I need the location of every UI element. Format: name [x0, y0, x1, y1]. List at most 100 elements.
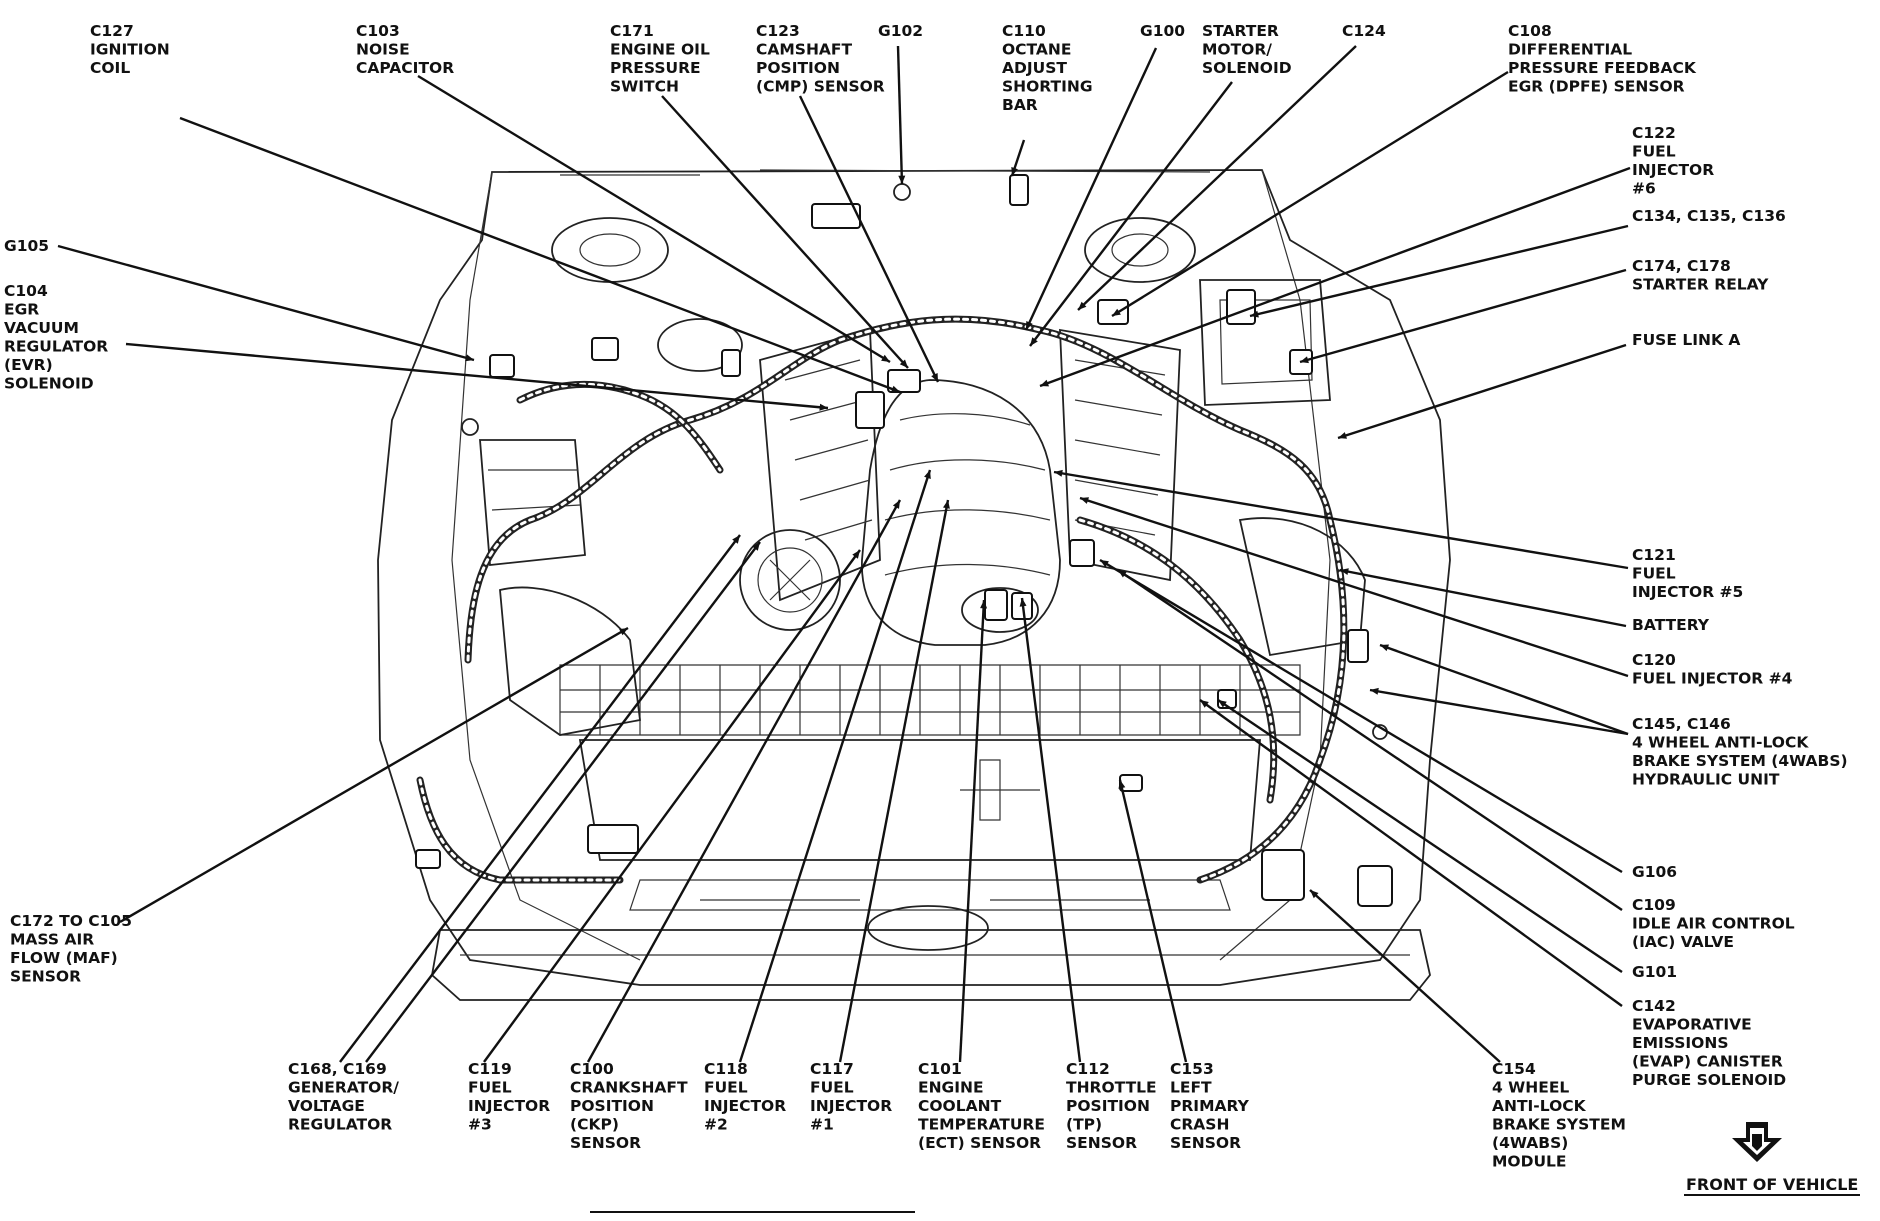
callout-c118-line-3: #2 [704, 1116, 728, 1134]
callout-c119-line-3: #3 [468, 1116, 492, 1134]
callout-c154-line-4: (4WABS) [1492, 1134, 1568, 1152]
leader-arrowhead-g101-0 [1218, 700, 1227, 708]
leader-arrowhead-c122-0 [1040, 379, 1049, 387]
leader-arrowhead-c121-0 [1054, 469, 1063, 477]
callout-c145-line-1: 4 WHEEL ANTI-LOCK [1632, 734, 1809, 752]
leader-arrowhead-fuselink-0 [1338, 432, 1347, 439]
callout-c108-line-0: C108 [1508, 22, 1552, 40]
callout-c104-line-4: (EVR) [4, 356, 53, 374]
callout-c101-line-4: (ECT) SENSOR [918, 1134, 1041, 1152]
leader-g101-0 [1217, 699, 1623, 973]
callout-g105-line-0: G105 [4, 237, 49, 255]
callout-c104-line-5: SOLENOID [4, 375, 94, 393]
callout-c127-line-2: COIL [90, 59, 130, 77]
callout-c109-line-2: (IAC) VALVE [1632, 933, 1734, 951]
leader-c172-0 [119, 626, 629, 924]
leader-arrowhead-c110-0 [1011, 167, 1018, 176]
leader-c124-0 [1077, 45, 1357, 311]
callout-c109-line-1: IDLE AIR CONTROL [1632, 915, 1795, 933]
leader-c171-0 [661, 95, 909, 369]
callout-c101-line-0: C101 [918, 1060, 962, 1078]
callout-c168-line-1: GENERATOR/ [288, 1079, 399, 1097]
callout-c118-line-0: C118 [704, 1060, 748, 1078]
callout-c112-line-3: (TP) [1066, 1116, 1102, 1134]
callout-c153-line-0: C153 [1170, 1060, 1214, 1078]
callout-c119-line-1: FUEL [468, 1079, 512, 1097]
leader-c112-0 [1020, 597, 1082, 1063]
callout-g106: G106 [1632, 863, 1677, 881]
leader-c142-0 [1199, 699, 1623, 1007]
callout-g105: G105 [4, 237, 49, 255]
leader-c100-0 [586, 499, 902, 1063]
callout-g100-line-0: G100 [1140, 22, 1185, 40]
callout-labels: C127IGNITIONCOILC103NOISECAPACITORC171EN… [4, 22, 1848, 1171]
callout-c172-line-0: C172 TO C105 [10, 912, 132, 930]
leader-c101-0 [958, 599, 986, 1063]
engine-compartment-drawing [377, 169, 1451, 1001]
leader-arrowhead-battery-0 [1340, 568, 1349, 575]
leader-arrowhead-c109-0 [1118, 570, 1127, 578]
leader-arrowhead-c145-0 [1380, 644, 1389, 652]
front-of-vehicle-indicator: FRONT OF VEHICLE [1684, 1122, 1860, 1196]
callout-g100: G100 [1140, 22, 1185, 40]
leader-arrowhead-c168-1 [752, 542, 760, 551]
leader-c154-0 [1309, 889, 1501, 1063]
callout-c104-line-2: VACUUM [4, 319, 79, 337]
leader-arrowhead-c174-0 [1300, 356, 1309, 364]
leader-arrowhead-c124-0 [1078, 301, 1087, 310]
leader-c123-0 [798, 95, 940, 383]
callout-c101-line-3: TEMPERATURE [918, 1116, 1045, 1134]
callout-c171-line-2: PRESSURE [610, 59, 701, 77]
callout-c123-line-1: CAMSHAFT [756, 41, 853, 59]
callout-c117-line-3: #1 [810, 1116, 834, 1134]
leader-c153-0 [1118, 779, 1188, 1063]
leader-arrowhead-c153-0 [1118, 780, 1126, 789]
leader-arrowhead-c142-0 [1200, 700, 1209, 708]
callout-leader-lines [57, 45, 1631, 1063]
leader-c168-0 [339, 534, 741, 1063]
callout-battery-line-0: BATTERY [1632, 616, 1710, 634]
leader-c134-0 [1249, 224, 1629, 318]
callout-c108-line-1: DIFFERENTIAL [1508, 41, 1632, 59]
callout-c118-line-1: FUEL [704, 1079, 748, 1097]
callout-c121-line-0: C121 [1632, 546, 1676, 564]
callout-c112-line-1: THROTTLE [1066, 1079, 1157, 1097]
callout-c110-line-1: OCTANE [1002, 41, 1071, 59]
callout-c168-line-2: VOLTAGE [288, 1097, 365, 1115]
callout-c123-line-0: C123 [756, 22, 800, 40]
leader-arrowhead-c172-0 [619, 628, 628, 636]
callout-c153-line-3: CRASH [1170, 1116, 1229, 1134]
callout-c154-line-2: ANTI-LOCK [1492, 1097, 1587, 1115]
callout-c154-line-3: BRAKE SYSTEM [1492, 1116, 1626, 1134]
leader-c174-0 [1299, 268, 1627, 364]
callout-c172-line-2: FLOW (MAF) [10, 949, 118, 967]
callout-c104-line-0: C104 [4, 282, 48, 300]
leader-arrowhead-c101-0 [980, 600, 988, 609]
callout-c100-line-4: SENSOR [570, 1134, 641, 1152]
leader-arrowhead-c123-0 [931, 373, 938, 382]
callout-starter-line-1: MOTOR/ [1202, 41, 1272, 59]
callout-c171-line-1: ENGINE OIL [610, 41, 710, 59]
leader-arrowhead-c145-1 [1370, 687, 1379, 695]
leader-arrowhead-c119-0 [852, 550, 860, 559]
callout-c100-line-2: POSITION [570, 1097, 654, 1115]
callout-c101-line-1: ENGINE [918, 1079, 984, 1097]
callout-starter-line-0: STARTER [1202, 22, 1279, 40]
front-of-vehicle-label: FRONT OF VEHICLE [1686, 1175, 1858, 1194]
callout-c110-line-3: SHORTING [1002, 78, 1093, 96]
leader-arrowhead-c154-0 [1310, 890, 1319, 899]
leader-c127-0 [179, 116, 901, 394]
leader-c168-1 [365, 541, 761, 1063]
leader-c122-0 [1039, 166, 1631, 388]
